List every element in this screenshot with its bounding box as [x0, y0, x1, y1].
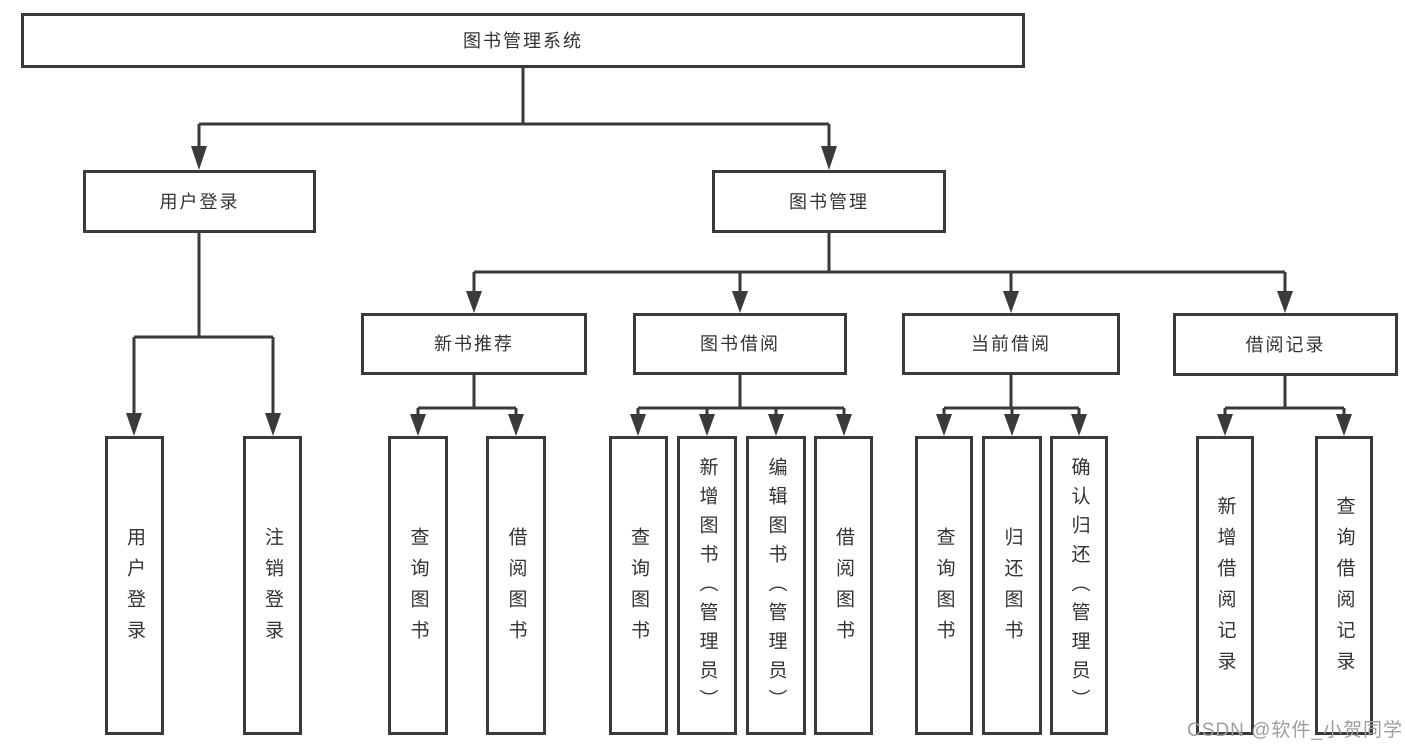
arrowhead	[466, 291, 482, 313]
node-leaf-query-borrow-record: 查询借阅记录	[1315, 436, 1373, 735]
arrowhead	[410, 414, 426, 436]
node-leaf-add-borrow-record: 新增借阅记录	[1196, 436, 1254, 735]
node-leaf-edit-book-admin: 编辑图书（管理员）	[746, 436, 806, 735]
arrowhead	[1277, 291, 1293, 313]
arrowhead	[936, 414, 952, 436]
node-borrowing-records: 借阅记录	[1173, 313, 1398, 376]
node-current-borrowing: 当前借阅	[902, 313, 1120, 375]
connector-current-borrowing-to-leaves	[936, 375, 1087, 436]
csdn-watermark: CSDN @软件_小贺同学	[1187, 720, 1403, 741]
node-leaf-borrow-book-recommend: 借阅图书	[486, 436, 546, 735]
arrowhead	[732, 291, 748, 313]
node-leaf-confirm-return-admin: 确认归还（管理员）	[1050, 436, 1108, 735]
node-leaf-query-books-borrowing: 查询图书	[609, 436, 668, 735]
arrowhead	[508, 414, 524, 436]
node-library-system: 图书管理系统	[21, 13, 1025, 68]
arrowhead	[1217, 414, 1233, 436]
arrowhead	[126, 413, 142, 436]
node-leaf-user-login: 用户登录	[105, 436, 164, 735]
arrowhead	[1003, 291, 1019, 313]
connector-root-to-level1	[191, 68, 837, 170]
arrowhead	[836, 414, 852, 436]
arrowhead	[265, 413, 281, 436]
connector-book-management-to-level2	[466, 233, 1293, 313]
arrowhead	[699, 414, 715, 436]
node-leaf-query-books-recommend: 查询图书	[388, 436, 448, 735]
connector-borrowing-records-to-leaves	[1217, 375, 1352, 436]
node-book-borrowing: 图书借阅	[633, 313, 847, 375]
node-leaf-borrow-book: 借阅图书	[814, 436, 873, 735]
arrowhead	[1336, 414, 1352, 436]
node-leaf-logout: 注销登录	[243, 436, 302, 735]
node-book-management: 图书管理	[712, 170, 946, 233]
arrowhead	[821, 146, 837, 170]
node-leaf-return-book: 归还图书	[982, 436, 1042, 735]
arrowhead	[191, 146, 207, 170]
arrowhead	[1004, 414, 1020, 436]
connector-book-borrowing-to-leaves	[630, 375, 852, 436]
node-user-login: 用户登录	[83, 170, 316, 233]
node-leaf-query-books-current: 查询图书	[915, 436, 973, 735]
connector-new-book-recommend-to-leaves	[410, 375, 524, 436]
arrowhead	[768, 414, 784, 436]
node-leaf-add-book-admin: 新增图书（管理员）	[677, 436, 737, 735]
arrowhead	[630, 414, 646, 436]
arrowhead	[1071, 414, 1087, 436]
node-new-book-recommend: 新书推荐	[361, 313, 587, 375]
connector-user-login-to-leaves	[126, 233, 281, 436]
